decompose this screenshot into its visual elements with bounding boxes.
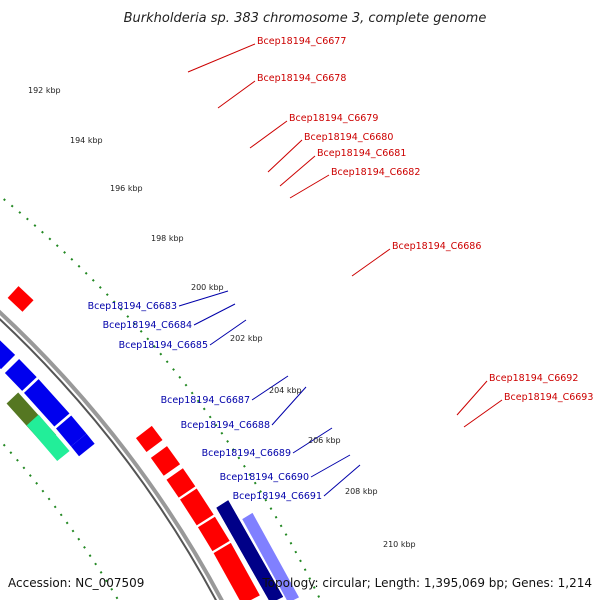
inner-tick-ring xyxy=(0,439,120,600)
label-leader xyxy=(351,248,391,277)
gene-feature xyxy=(213,542,260,600)
gene-feature xyxy=(150,446,181,476)
gene-labels: Bcep18194_C6677Bcep18194_C6678Bcep18194_… xyxy=(88,36,594,502)
label-leaders xyxy=(178,43,503,497)
label-leader xyxy=(463,399,503,428)
topology-text: Topology: circular; Length: 1,395,069 bp… xyxy=(261,576,592,590)
gene-feature xyxy=(0,340,16,370)
gene-features xyxy=(0,286,299,600)
gene-label-reverse: Bcep18194_C6683 xyxy=(88,301,177,312)
tick-label: 194 kbp xyxy=(70,136,103,145)
backbone-outer xyxy=(0,309,224,600)
gene-feature xyxy=(135,425,163,452)
gene-label-forward: Bcep18194_C6677 xyxy=(257,36,346,47)
label-leader xyxy=(292,427,333,454)
gene-feature xyxy=(216,500,284,600)
label-leader xyxy=(323,464,361,497)
gene-label-reverse: Bcep18194_C6684 xyxy=(103,320,192,331)
gene-feature xyxy=(24,379,70,427)
label-leader xyxy=(249,120,288,149)
gene-feature xyxy=(180,488,214,526)
label-leader xyxy=(310,454,351,478)
gene-label-reverse: Bcep18194_C6690 xyxy=(220,472,309,483)
gene-label-reverse: Bcep18194_C6687 xyxy=(161,395,250,406)
tick-label: 210 kbp xyxy=(383,540,416,549)
label-leader xyxy=(279,155,316,187)
gene-label-reverse: Bcep18194_C6691 xyxy=(233,491,322,502)
gene-label-forward: Bcep18194_C6678 xyxy=(257,73,346,84)
gene-label-forward: Bcep18194_C6693 xyxy=(504,392,593,403)
tick-label: 206 kbp xyxy=(308,436,341,445)
label-leader xyxy=(193,303,236,326)
tick-label: 202 kbp xyxy=(230,334,263,343)
gene-label-reverse: Bcep18194_C6685 xyxy=(119,340,208,351)
label-leader xyxy=(251,375,289,401)
tick-label: 196 kbp xyxy=(110,184,143,193)
label-leader xyxy=(209,319,247,346)
gene-feature xyxy=(7,286,34,312)
label-leader xyxy=(217,80,256,109)
chromosome-backbone xyxy=(0,309,224,600)
gene-feature xyxy=(242,512,299,600)
gene-label-forward: Bcep18194_C6692 xyxy=(489,373,578,384)
gene-label-reverse: Bcep18194_C6689 xyxy=(202,448,291,459)
gene-feature xyxy=(197,516,230,552)
kbp-tick-labels: 192 kbp 194 kbp 196 kbp 198 kbp 200 kbp 202 k… xyxy=(28,86,416,549)
label-leader xyxy=(267,139,303,173)
gene-feature xyxy=(26,414,70,462)
tick-label: 208 kbp xyxy=(345,487,378,496)
gene-label-forward: Bcep18194_C6681 xyxy=(317,148,406,159)
gene-label-forward: Bcep18194_C6686 xyxy=(392,241,481,252)
accession-text: Accession: NC_007509 xyxy=(8,576,144,590)
gene-feature xyxy=(56,415,87,447)
label-leader xyxy=(271,386,307,426)
backbone-inner xyxy=(0,318,217,600)
gene-label-reverse: Bcep18194_C6688 xyxy=(181,420,270,431)
gene-label-forward: Bcep18194_C6679 xyxy=(289,113,378,124)
gene-label-forward: Bcep18194_C6680 xyxy=(304,132,393,143)
gene-feature xyxy=(70,433,95,457)
tick-label: 192 kbp xyxy=(28,86,61,95)
gene-feature xyxy=(4,358,37,391)
tick-label: 198 kbp xyxy=(151,234,184,243)
map-title: Burkholderia sp. 383 chromosome 3, compl… xyxy=(124,11,487,26)
label-leader xyxy=(178,290,229,307)
label-leader xyxy=(456,380,488,416)
gene-feature xyxy=(166,468,196,498)
label-leader xyxy=(289,174,330,199)
tick-label: 204 kbp xyxy=(269,386,302,395)
label-leader xyxy=(187,43,256,73)
gene-label-forward: Bcep18194_C6682 xyxy=(331,167,420,178)
tick-label: 200 kbp xyxy=(191,283,224,292)
